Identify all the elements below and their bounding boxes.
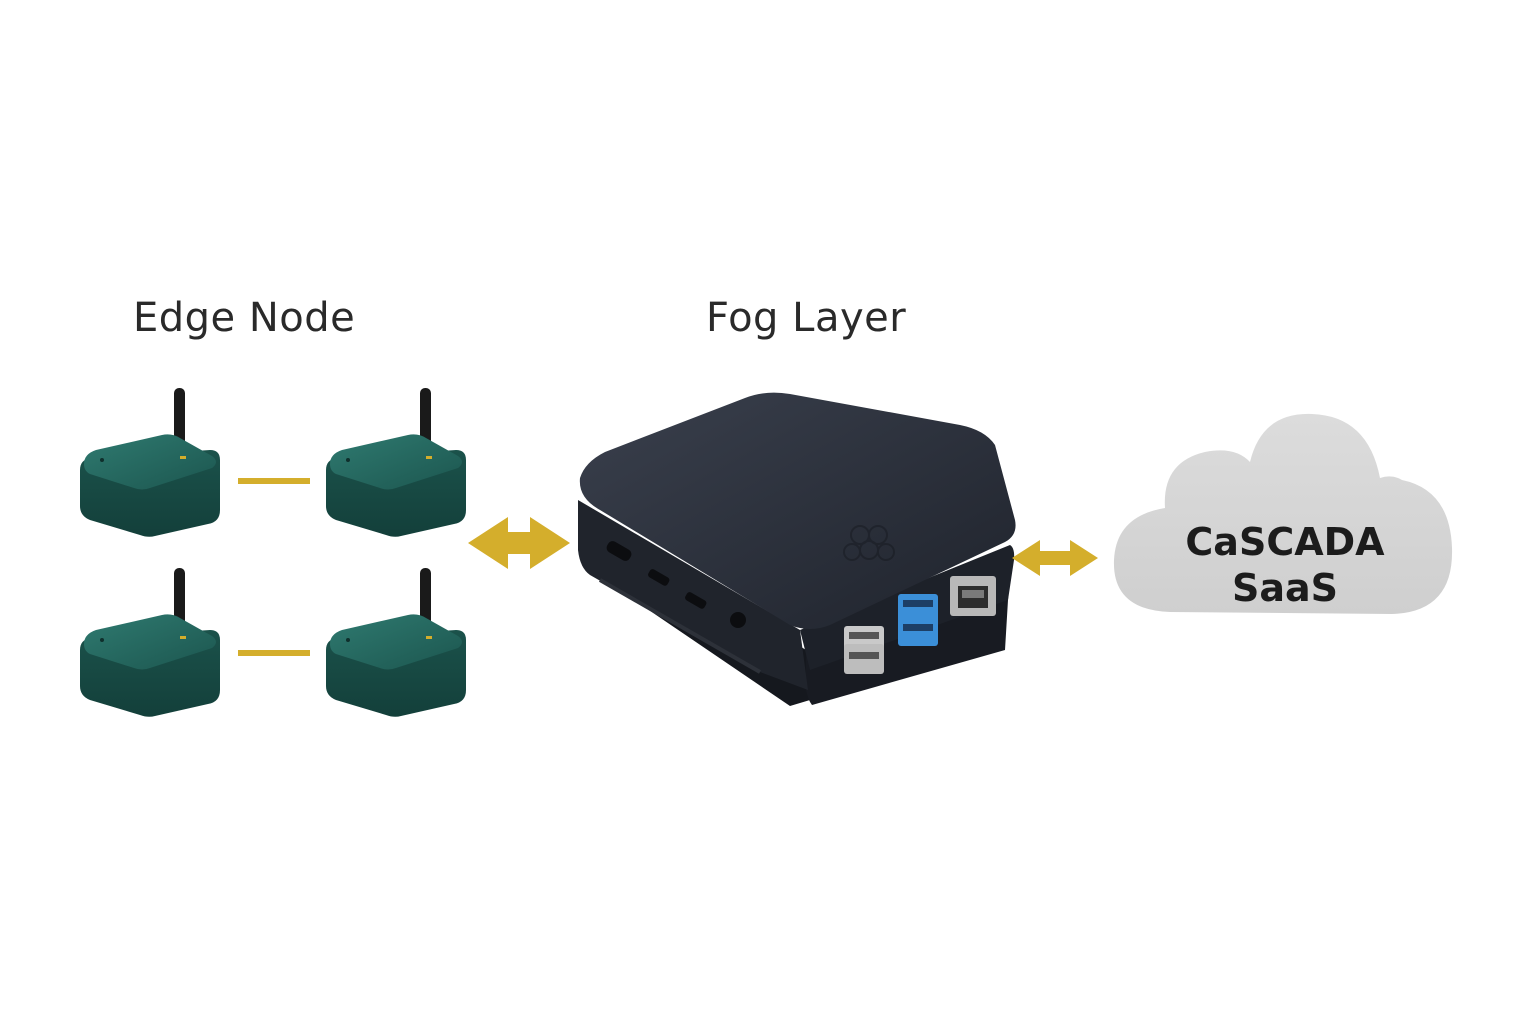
edge-node-4 [326,568,466,717]
fog-layer-label: Fog Layer [706,295,907,341]
edge-node-3 [80,568,220,717]
cloud-service-type: SaaS [1231,566,1339,610]
edge-fog-arrow [468,517,570,569]
edge-node-1 [80,388,220,537]
fog-cloud-arrow [1012,540,1098,576]
fog-device [578,392,1016,706]
edge-node-label: Edge Node [133,295,356,341]
cloud-service-name: CaSCADA [1185,520,1385,564]
edge-node-2 [326,388,466,537]
cloud-shape [1113,413,1453,614]
